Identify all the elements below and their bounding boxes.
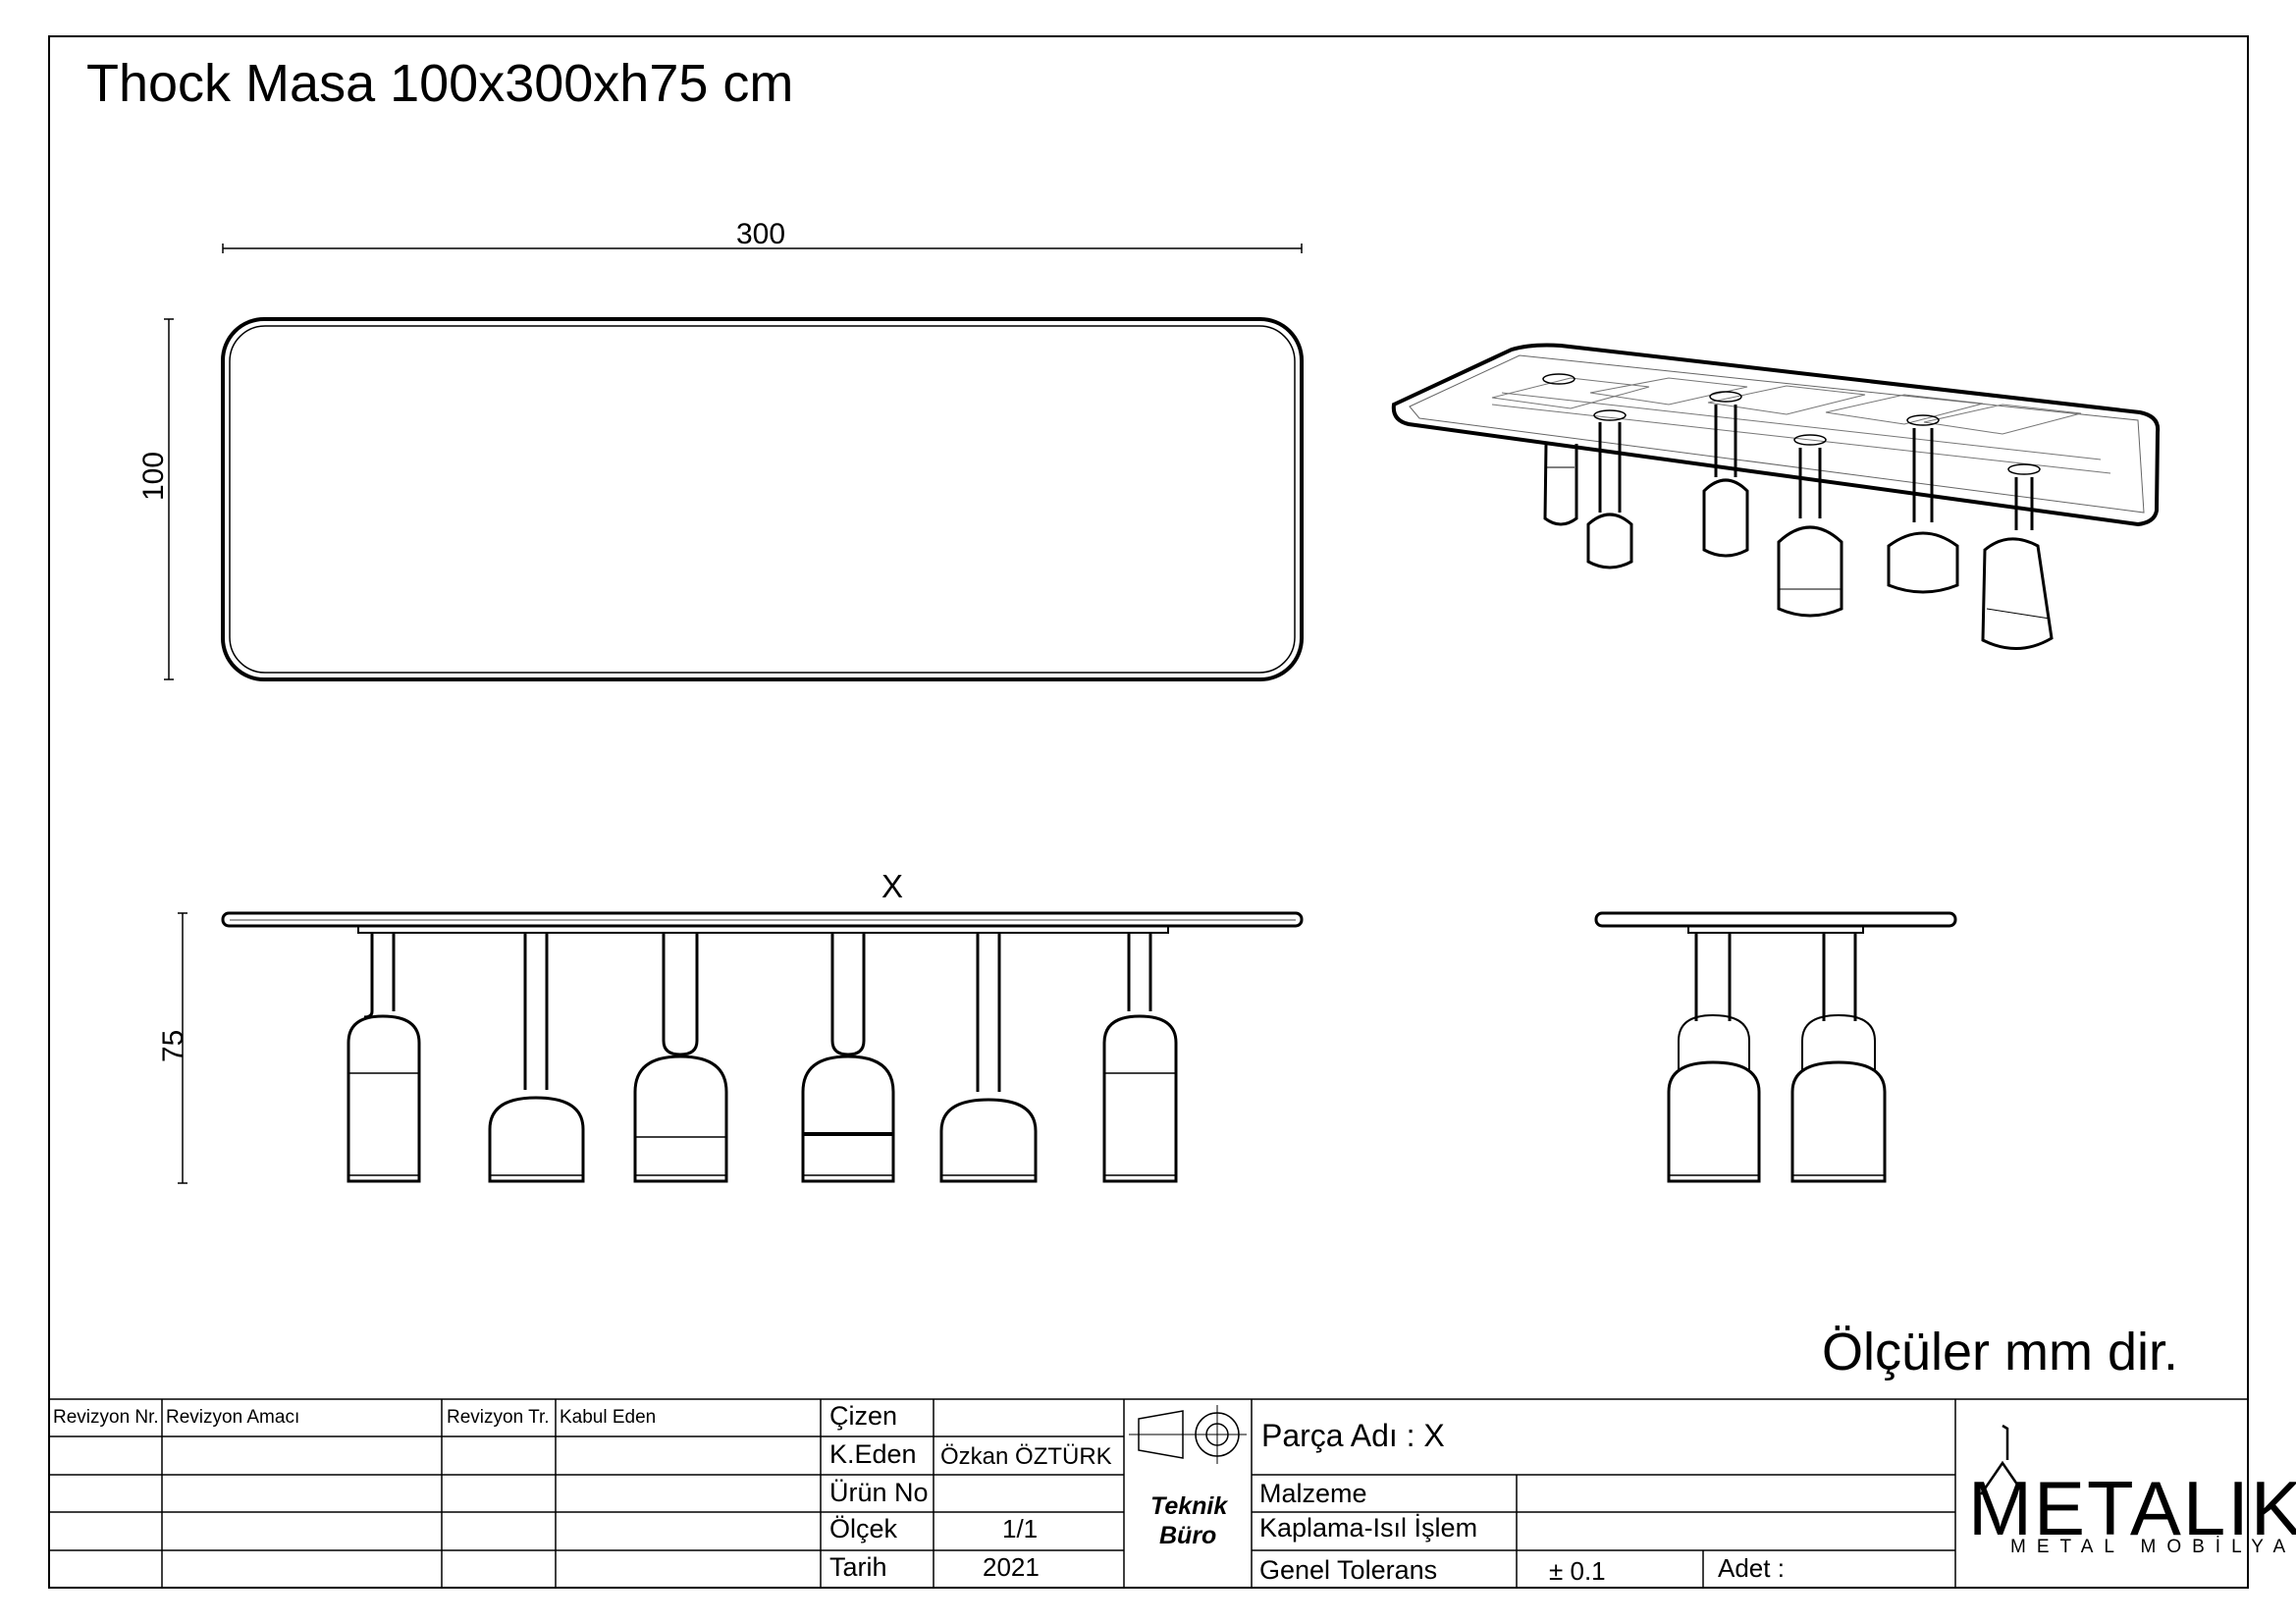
length-dimension-line — [222, 244, 1303, 253]
approved-by-value: Özkan ÖZTÜRK — [940, 1443, 1112, 1470]
coating-label: Kaplama-Isıl İşlem — [1259, 1513, 1478, 1543]
isometric-view — [1391, 343, 2161, 650]
approved-by-label: K.Eden — [829, 1439, 917, 1469]
part-name: Parça Adı : X — [1261, 1418, 1445, 1453]
metaliks-logo-wordmark: METALIKS — [1968, 1465, 2296, 1551]
date-value: 2021 — [983, 1552, 1040, 1582]
metaliks-logo-tagline: METAL MOBİLYA — [2010, 1537, 2296, 1557]
material-label: Malzeme — [1259, 1479, 1367, 1508]
length-dimension-label: 300 — [736, 218, 786, 250]
side-view — [1594, 911, 1957, 1183]
revision-nr-header: Revizyon Nr. — [53, 1407, 159, 1428]
width-dimension-label: 100 — [137, 451, 170, 501]
revision-purpose-header: Revizyon Amacı — [166, 1407, 300, 1428]
tolerance-label: Genel Tolerans — [1259, 1555, 1438, 1585]
department-line-2: Büro — [1159, 1522, 1217, 1549]
height-dimension-line — [178, 912, 187, 1184]
top-view — [221, 317, 1304, 681]
accepted-by-header: Kabul Eden — [560, 1407, 657, 1428]
metaliks-logo-mark — [1979, 1424, 2026, 1495]
scale-label: Ölçek — [829, 1514, 898, 1543]
drawn-by-label: Çizen — [829, 1401, 898, 1431]
projection-symbol-icon — [1129, 1405, 1247, 1464]
scale-value: 1/1 — [1002, 1514, 1039, 1543]
section-marker-label: X — [881, 868, 904, 904]
tolerance-value: ± 0.1 — [1549, 1556, 1606, 1586]
height-dimension-label: 75 — [157, 1029, 189, 1062]
product-no-label: Ürün No — [829, 1478, 929, 1507]
revision-date-header: Revizyon Tr. — [447, 1407, 550, 1428]
title-block-grid — [49, 1398, 2248, 1588]
quantity-label: Adet : — [1718, 1553, 1785, 1583]
drawing-title: Thock Masa 100x300xh75 cm — [86, 54, 794, 113]
date-label: Tarih — [829, 1552, 887, 1582]
width-dimension-line — [164, 318, 174, 680]
front-view — [221, 911, 1304, 1183]
department-line-1: Teknik — [1150, 1492, 1228, 1520]
units-note: Ölçüler mm dir. — [1822, 1323, 2179, 1381]
drawing-frame — [48, 35, 2249, 1589]
